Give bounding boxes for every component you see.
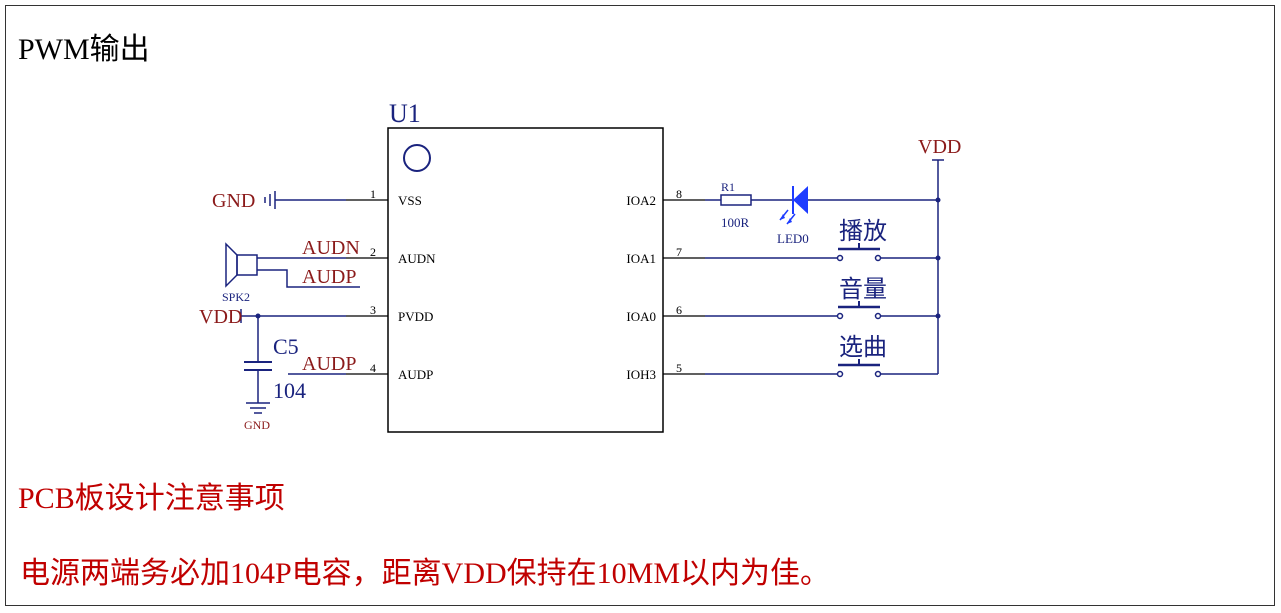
led-symbol xyxy=(779,186,808,225)
pin-name-ioa2: IOA2 xyxy=(626,193,656,208)
pin-num-8: 8 xyxy=(676,187,682,201)
gnd-symbol-cap xyxy=(246,402,270,414)
button-select-label: 选曲 xyxy=(839,333,887,361)
left-pin-lines xyxy=(346,199,388,375)
capacitor-ref: C5 xyxy=(273,334,299,359)
speaker-symbol xyxy=(225,242,258,288)
speaker-ref: SPK2 xyxy=(222,290,250,304)
net-audp-pin4: AUDP xyxy=(302,353,356,375)
right-pin-lines xyxy=(663,199,705,375)
chip-ref: U1 xyxy=(389,99,421,128)
junction-vdd-left xyxy=(255,313,261,319)
pin-num-1: 1 xyxy=(370,187,376,201)
pin-num-2: 2 xyxy=(370,245,376,259)
pin-name-ioh3: IOH3 xyxy=(626,367,656,382)
gnd-symbol-left xyxy=(264,191,276,209)
button-play-label: 播放 xyxy=(839,217,887,245)
capacitor-value: 104 xyxy=(273,378,306,403)
right-wires xyxy=(705,159,944,375)
net-audp-speaker: AUDP xyxy=(302,266,356,288)
net-gnd-left: GND xyxy=(212,190,255,212)
net-vdd-left: VDD xyxy=(199,306,242,328)
vdd-rail-junctions xyxy=(935,197,941,319)
net-vdd-right: VDD xyxy=(918,136,961,158)
button-volume: 音量 xyxy=(836,275,887,320)
pin-name-pvdd: PVDD xyxy=(398,309,433,324)
chip-u1: U1 VSS AUDN PVDD AUDP 1 2 3 4 IOA2 IOA1 … xyxy=(370,99,682,433)
button-select: 选曲 xyxy=(836,333,887,378)
button-volume-label: 音量 xyxy=(839,275,887,303)
pin-name-vss: VSS xyxy=(398,193,422,208)
pcb-note-title: PCB板设计注意事项 xyxy=(18,482,285,515)
led-ref: LED0 xyxy=(777,231,809,246)
pin-name-audp: AUDP xyxy=(398,367,433,382)
pcb-note-body: 电源两端务必加104P电容，距离VDD保持在10MM以内为佳。 xyxy=(20,557,831,590)
resistor-ref: R1 xyxy=(721,180,735,194)
pin-num-3: 3 xyxy=(370,303,376,317)
net-gnd-cap: GND xyxy=(244,418,270,432)
resistor-r1 xyxy=(720,194,752,206)
pin-name-ioa1: IOA1 xyxy=(626,251,656,266)
pin-num-7: 7 xyxy=(676,245,682,259)
section-title: PWM输出 xyxy=(18,33,150,66)
diagram-frame xyxy=(5,5,1275,606)
pin-num-4: 4 xyxy=(370,361,376,375)
pin-num-6: 6 xyxy=(676,303,682,317)
capacitor-c5 xyxy=(244,361,272,371)
button-play: 播放 xyxy=(836,217,887,262)
pin-name-ioa0: IOA0 xyxy=(626,309,656,324)
resistor-value: 100R xyxy=(721,215,750,230)
net-audn: AUDN xyxy=(302,237,360,259)
pin-num-5: 5 xyxy=(676,361,682,375)
pin-name-audn: AUDN xyxy=(398,251,436,266)
